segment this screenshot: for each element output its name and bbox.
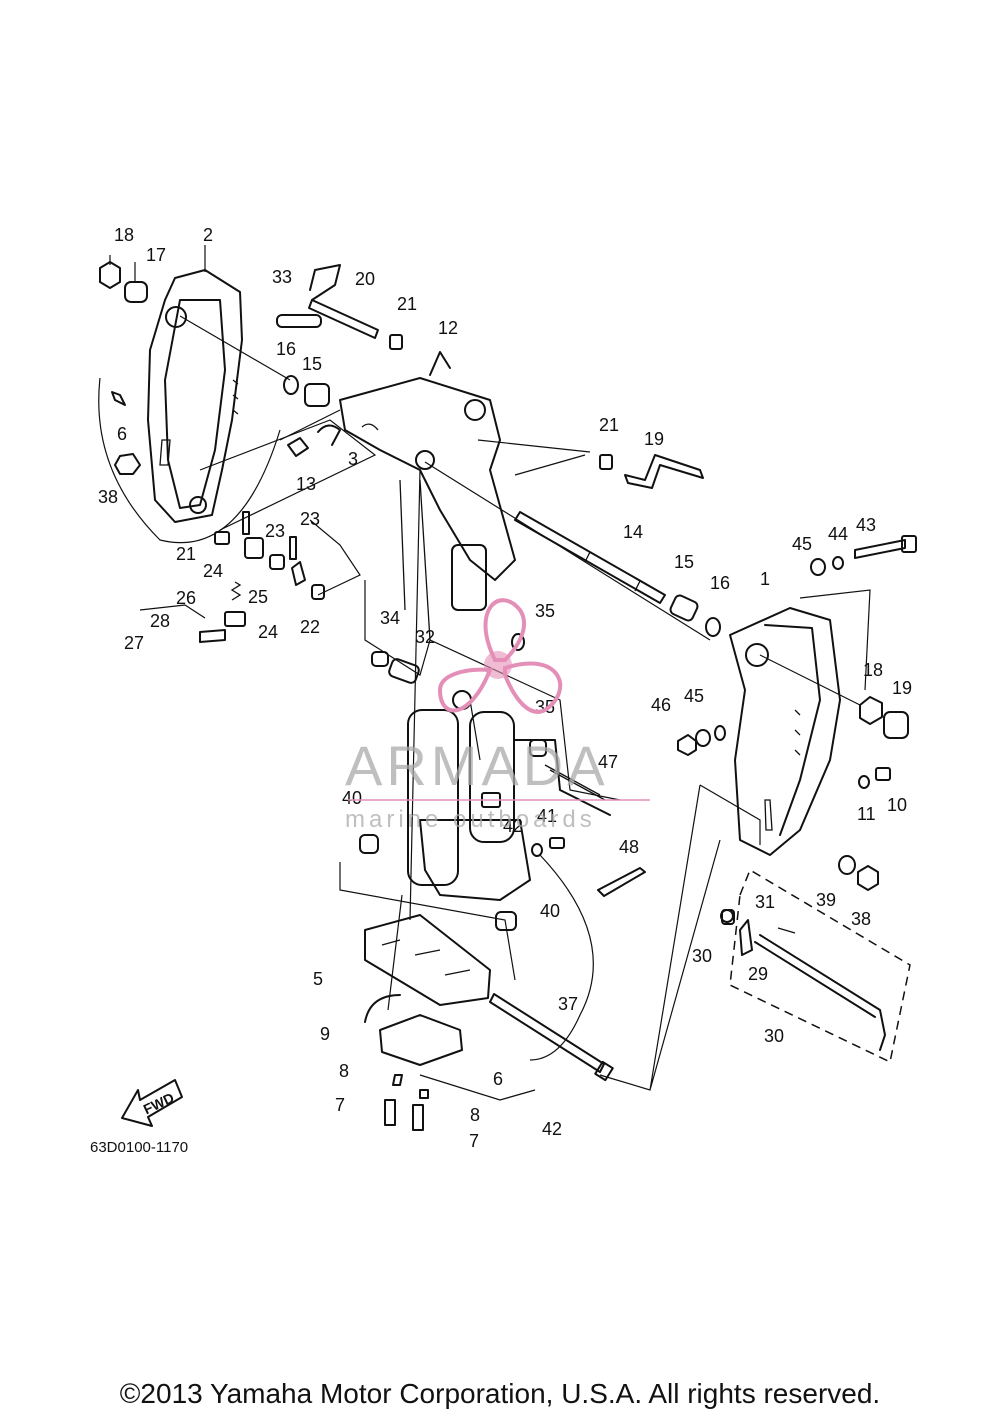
callout-17-right: 18 [863, 660, 883, 680]
lower-bracket [364, 994, 463, 1066]
callout-15-left: 15 [302, 354, 322, 374]
nuts-right [859, 696, 909, 739]
callout-49: 48 [619, 837, 639, 857]
callout-32: 30 [692, 946, 712, 966]
callout-16-right: 16 [710, 573, 730, 593]
callout-16-left: 16 [276, 339, 296, 359]
swivel-bracket [339, 351, 516, 641]
assembly-box-29 [729, 868, 911, 1064]
callout-26: 26 [176, 588, 196, 608]
callout-41: 41 [537, 806, 557, 826]
callout-labels: 18 17 2 33 20 21 12 16 15 6 3 13 38 21 1… [98, 225, 912, 1151]
callout-38-left: 38 [98, 487, 118, 507]
callout-5: 5 [313, 969, 323, 989]
callout-42: 42 [503, 816, 523, 836]
callout-23-a: 23 [300, 509, 320, 529]
callout-48: 47 [598, 752, 618, 772]
callout-25: 25 [248, 587, 268, 607]
callout-27: 27 [124, 633, 144, 653]
callout-36: 35 [535, 601, 555, 621]
callout-8-right: 8 [470, 1105, 480, 1125]
callout-45-right: 45 [684, 686, 704, 706]
tilt-handles [308, 264, 704, 489]
callout-7-right: 7 [469, 1131, 479, 1151]
bushing-right [669, 594, 721, 637]
callout-30: 29 [748, 964, 768, 984]
callout-4: 6 [117, 424, 127, 444]
small-hardware [99, 261, 891, 1131]
callout-35-top: 34 [380, 608, 400, 628]
callout-6: 6 [493, 1069, 503, 1089]
callout-14: 14 [623, 522, 643, 542]
callout-40-top: 40 [342, 788, 362, 808]
drawing-code: 63D0100-1170 [90, 1139, 188, 1156]
callout-18-top: 18 [114, 225, 134, 245]
callout-11: 11 [857, 804, 876, 824]
callout-34: 32 [415, 627, 435, 647]
callout-28: 28 [150, 611, 170, 631]
callout-24-b: 24 [258, 622, 278, 642]
bolt-right-top [854, 535, 917, 559]
callout-8-left: 8 [339, 1061, 349, 1081]
clamp-bracket-left [147, 269, 243, 523]
callout-17-top: 17 [146, 245, 166, 265]
callout-12: 12 [438, 318, 458, 338]
callout-29: 30 [764, 1026, 784, 1046]
clamp-bracket-right [729, 607, 841, 856]
long-bolt [489, 993, 614, 1082]
callout-33: 33 [272, 267, 292, 287]
callout-15-right: 15 [674, 552, 694, 572]
callout-18-right: 19 [892, 678, 912, 698]
fwd-label: FWD [141, 1089, 177, 1117]
leader-lines [98, 245, 871, 1091]
watermark-tagline: marine outboards [345, 806, 596, 833]
callout-47: 46 [651, 695, 671, 715]
callout-23-b: 23 [265, 521, 285, 541]
callout-44: 43 [856, 515, 876, 535]
mount-plate [364, 914, 491, 1006]
callout-21-mid: 21 [599, 415, 619, 435]
callout-10: 10 [887, 795, 907, 815]
trim-tilt-unit [407, 690, 611, 901]
lever-rod-assembly [720, 909, 886, 1051]
propeller-logo-icon [437, 598, 563, 714]
callout-13: 13 [296, 474, 316, 494]
watermark-brand: ARMADA [345, 734, 609, 797]
callout-2: 2 [203, 225, 213, 245]
fwd-arrow-icon: FWD [121, 1079, 183, 1127]
callout-39: 39 [816, 890, 836, 910]
callout-9: 9 [320, 1024, 330, 1044]
callout-40-bottom: 40 [540, 901, 560, 921]
callout-45-top: 44 [828, 524, 848, 544]
callout-46: 45 [792, 534, 812, 554]
armada-watermark: ARMADA marine outboards [345, 598, 650, 833]
copyright-notice: ©2013 Yamaha Motor Corporation, U.S.A. A… [119, 1378, 881, 1409]
callout-22: 22 [300, 617, 320, 637]
tilt-shaft [514, 511, 666, 604]
callout-1: 1 [760, 569, 770, 589]
callout-7-left: 7 [335, 1095, 345, 1115]
callout-38-right: 38 [851, 909, 871, 929]
callout-20: 20 [355, 269, 375, 289]
callout-21-left: 21 [176, 544, 196, 564]
callout-19: 19 [644, 429, 664, 449]
callout-24-a: 24 [203, 561, 223, 581]
callout-3: 3 [348, 449, 358, 469]
callout-21-top: 21 [397, 294, 417, 314]
callout-37: 37 [558, 994, 578, 1014]
callout-31: 31 [755, 892, 775, 912]
callout-43: 42 [542, 1119, 562, 1139]
